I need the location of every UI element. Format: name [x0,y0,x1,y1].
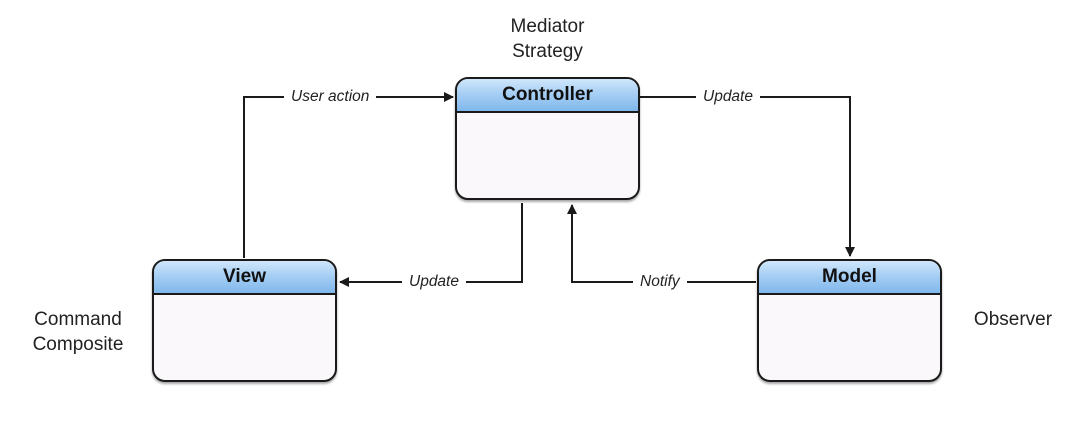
model-patterns: Observer [948,307,1078,332]
update-view-label: Update [402,272,466,292]
view-patterns: Command Composite [8,307,148,357]
update-model-connector [640,96,855,257]
update-view-connector [339,203,523,287]
model-box: Model [757,259,942,382]
update-model-label: Update [696,87,760,107]
notify-connector [567,204,756,283]
view-box: View [152,259,337,382]
controller-pattern-mediator: Mediator [510,16,585,37]
model-title: Model [759,261,940,295]
view-title: View [154,261,335,295]
view-pattern-composite: Composite [32,334,124,355]
controller-title: Controller [457,79,638,113]
controller-pattern-strategy: Strategy [512,41,583,62]
user-action-connector [243,92,454,258]
controller-patterns: Mediator Strategy [455,14,640,64]
view-pattern-command: Command [34,309,122,330]
model-pattern-observer: Observer [973,309,1053,330]
notify-label: Notify [633,272,687,292]
controller-box: Controller [455,77,640,200]
user-action-label: User action [284,87,377,107]
